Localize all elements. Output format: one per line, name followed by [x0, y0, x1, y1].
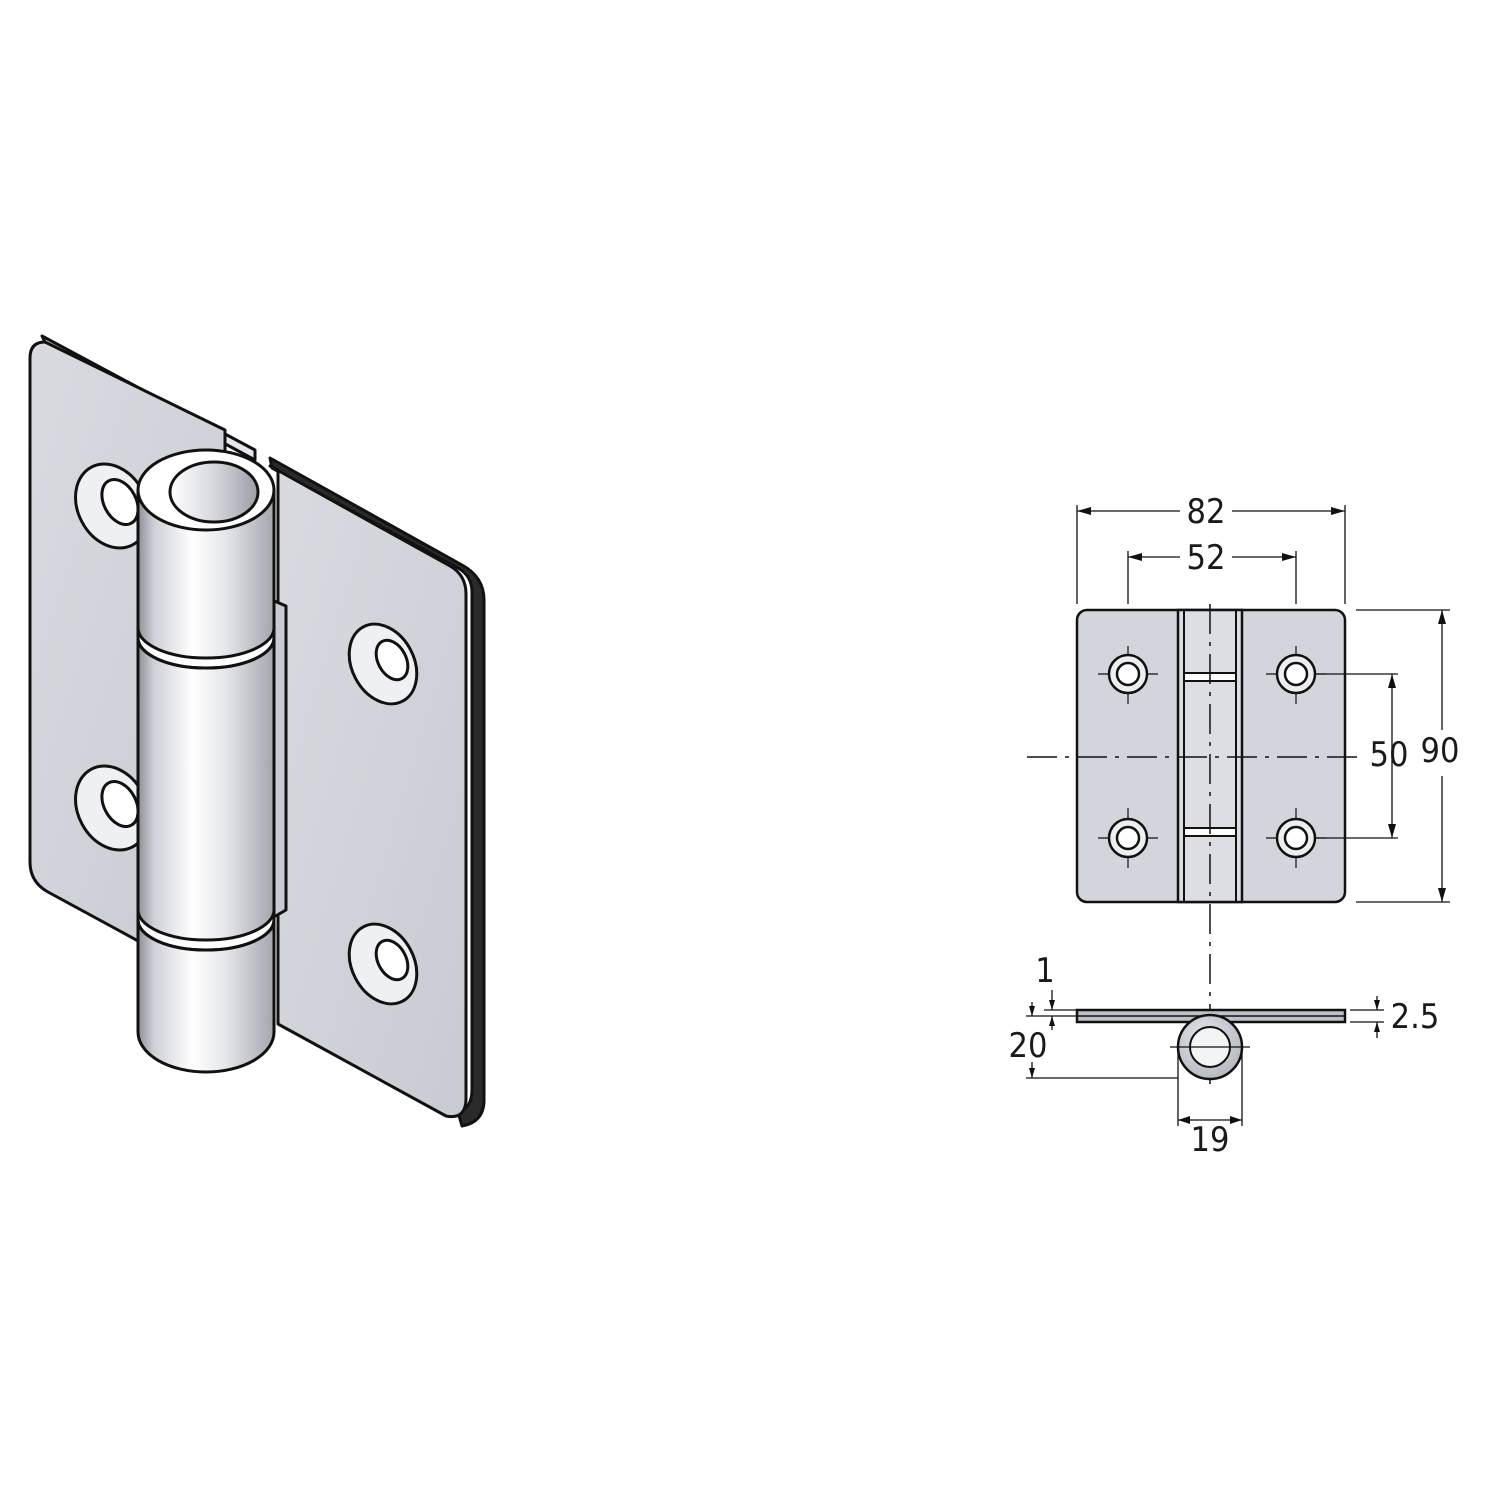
- label-hole-spacing-horizontal: 52: [1187, 538, 1226, 578]
- right-leaf: [268, 464, 468, 1119]
- label-leaf-thickness: 2.5: [1391, 997, 1440, 1037]
- label-overall-width: 82: [1187, 492, 1226, 532]
- dimension-hole-spacing-vertical: [1316, 673, 1398, 839]
- dimension-knuckle-diameter: [1177, 1050, 1243, 1126]
- left-leaf-hole-top: [74, 462, 150, 550]
- dimension-hole-spacing-horizontal: [1127, 551, 1297, 604]
- dimension-leaf-thickness: [1350, 996, 1384, 1038]
- hinge-isometric-view: [28, 334, 486, 1128]
- right-leaf-hole-top: [347, 622, 419, 706]
- hinge-end-view: [1026, 990, 1384, 1126]
- label-overall-height: 90: [1421, 731, 1460, 771]
- label-knuckle-diameter: 19: [1191, 1120, 1230, 1160]
- hinge-barrel: [136, 488, 276, 1074]
- front-hole-bottom-left: [1098, 808, 1158, 868]
- front-hole-top-left: [1098, 646, 1158, 704]
- dimension-knuckle-offset: [1026, 1002, 1178, 1079]
- right-leaf-hole-bottom: [347, 922, 419, 1006]
- barrel-bore: [168, 460, 260, 524]
- hinge-front-view: [1027, 505, 1450, 1090]
- front-hole-bottom-right: [1266, 808, 1326, 868]
- dimension-overall-width: [1076, 505, 1346, 604]
- label-hole-spacing-vertical: 50: [1370, 735, 1409, 775]
- dimension-leaf-gap: [1044, 990, 1077, 1030]
- dimension-overall-height: [1356, 609, 1450, 903]
- label-leaf-gap: 1: [1035, 951, 1054, 991]
- front-hole-top-right: [1266, 646, 1326, 704]
- label-knuckle-offset: 20: [1009, 1026, 1048, 1066]
